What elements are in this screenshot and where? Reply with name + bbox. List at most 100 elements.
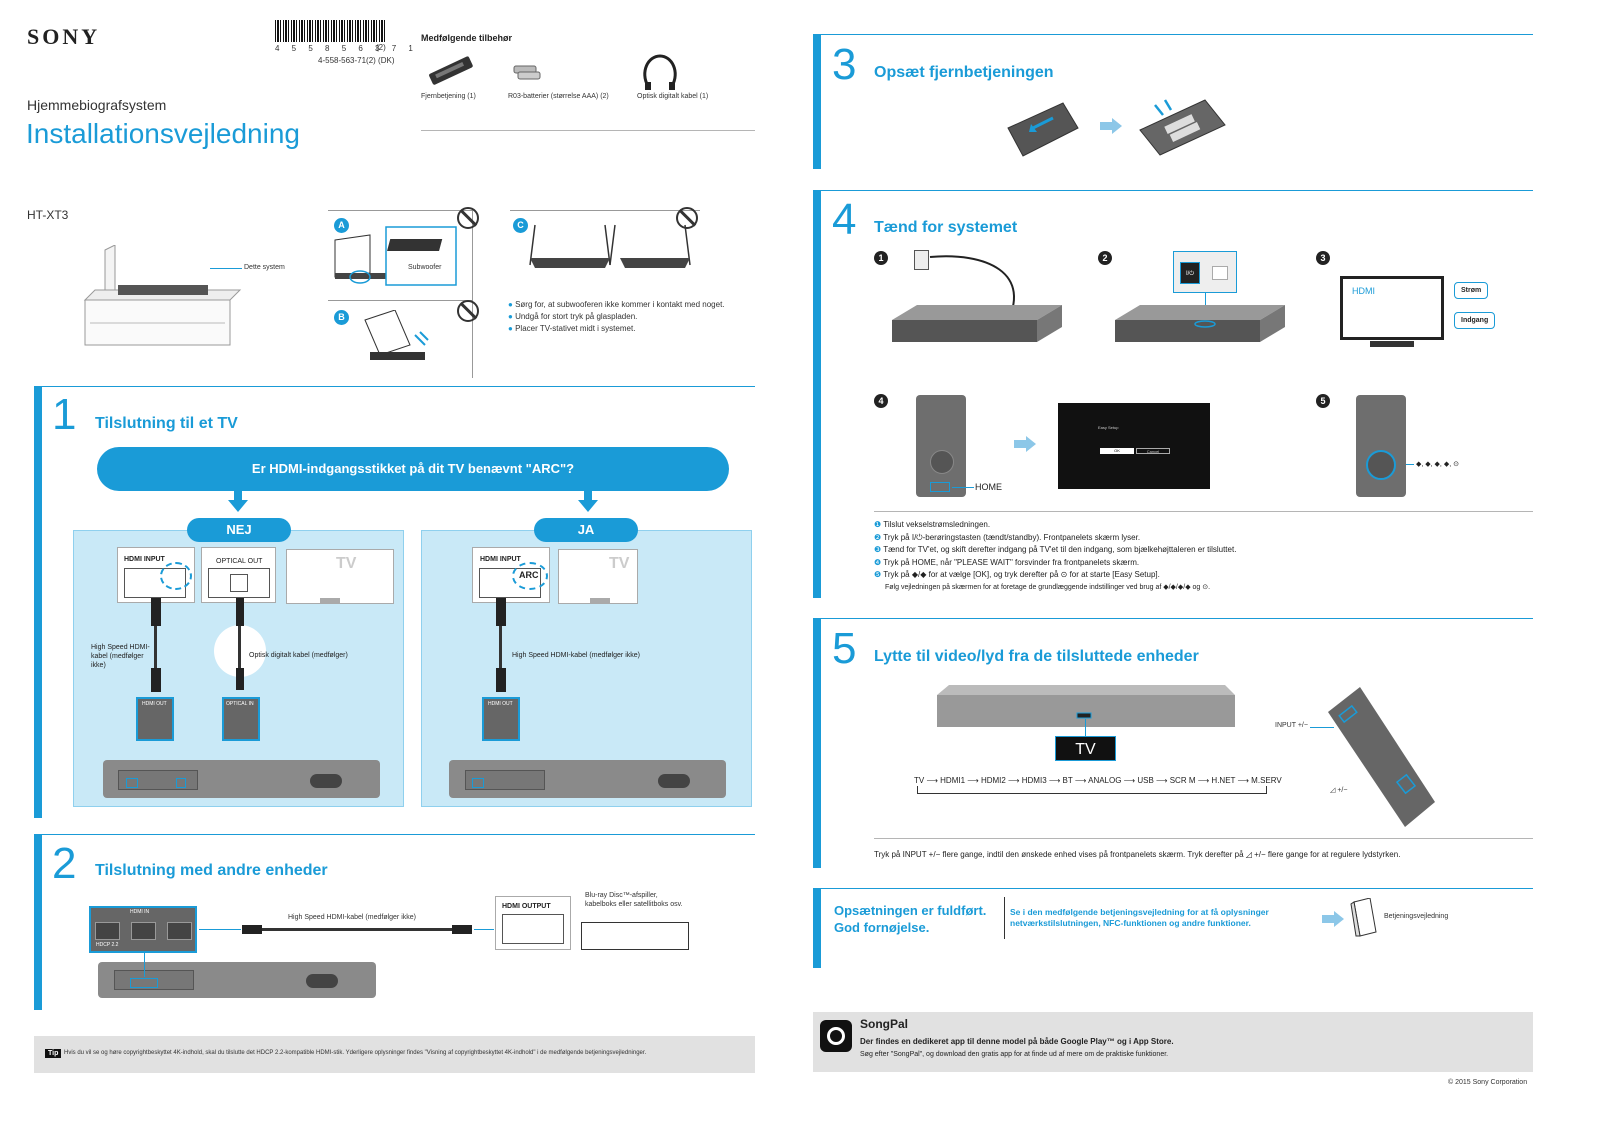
power-callout: Strøm [1454, 282, 1489, 299]
placement-notes: ● Sørg for, at subwooferen ikke kommer i… [508, 300, 725, 333]
nav-pad [1366, 450, 1396, 480]
songpal-line-2: Søg efter "SongPal", og download den gra… [860, 1051, 1169, 1058]
volume-button-label: ◿ +/− [1330, 787, 1348, 794]
prohibited-icon [457, 300, 479, 322]
bar-speaker-front-illustration [937, 685, 1235, 727]
barcode [275, 20, 387, 42]
screen-cancel-button[interactable]: Cancel [1136, 448, 1170, 454]
hdcp-label: HDCP 2.2 [96, 942, 119, 948]
completion-line-2: God fornøjelse. [834, 920, 930, 935]
manual-note: Se i den medfølgende betjeningsvejlednin… [1010, 907, 1269, 928]
hdmi-in-label: HDMI IN [130, 909, 150, 915]
badge-b: B [334, 310, 349, 325]
battery-icon [513, 65, 541, 80]
input-chain: TV ⟶ HDMI1 ⟶ HDMI2 ⟶ HDMI3 ⟶ BT ⟶ ANALOG… [914, 776, 1282, 785]
sony-logo: SONY [27, 24, 101, 49]
hdmi-cable-yes-label: High Speed HDMI-kabel (medfølger ikke) [512, 652, 640, 659]
screen-title: Easy Setup [1098, 425, 1119, 430]
arrow-right-icon [1322, 911, 1344, 927]
complete-bar [813, 888, 821, 968]
barcode-digits: 4 5 5 8 5 6 3 7 1 [275, 44, 418, 53]
this-system-label: Dette system [244, 264, 285, 271]
bar-speaker-illustration [892, 305, 1062, 342]
yes-label: JA [534, 518, 638, 542]
songpal-line-1: Der findes en dedikeret app til denne mo… [860, 1037, 1174, 1046]
section-3-bar [813, 34, 821, 169]
optical-cable-icon [643, 54, 677, 90]
songpal-box [813, 1012, 1533, 1072]
hdmi-out-label: HDMI OUT [142, 701, 167, 707]
hdmi-output-label: HDMI OUTPUT [502, 903, 551, 910]
section-5-number: 5 [832, 624, 857, 673]
subwoofer-contact-illustration [334, 226, 457, 286]
remote-open-illustration [1007, 102, 1079, 157]
subwoofer-label: Subwoofer [408, 264, 442, 271]
no-label: NEJ [187, 518, 291, 542]
arrow-down-icon [578, 500, 598, 512]
power-touch-key: I/⏻ [1180, 262, 1200, 284]
step-2-badge: 2 [1098, 251, 1112, 265]
bar-speaker-illustration [1115, 305, 1285, 342]
completion-line-1: Opsætningen er fuldført. [834, 903, 987, 918]
step-1-badge: 1 [874, 251, 888, 265]
accessory-battery-label: R03-batterier (størrelse AAA) (2) [508, 93, 609, 100]
remote-illustration [916, 395, 966, 497]
section-2-bar [34, 834, 42, 1010]
hdmi-input-label: HDMI INPUT [480, 556, 521, 563]
badge-a: A [334, 218, 349, 233]
screen-ok-button[interactable]: OK [1100, 448, 1134, 454]
optical-out-label: OPTICAL OUT [216, 558, 263, 565]
optical-port [208, 568, 270, 598]
note-a: Sørg for, at subwooferen ikke kommer i k… [515, 300, 725, 309]
copyright: © 2015 Sony Corporation [1448, 1079, 1528, 1086]
optical-in-label: OPTICAL IN [226, 701, 254, 707]
front-panel-display: TV [1055, 736, 1116, 761]
arrow-right-icon [1100, 118, 1122, 134]
hdmi-input-label: HDMI INPUT [124, 556, 165, 563]
step-3-badge: 3 [1316, 251, 1330, 265]
input-callout: Indgang [1454, 312, 1496, 329]
page-title: Installationsvejledning [26, 118, 300, 149]
glass-pressure-illustration [364, 310, 429, 360]
section-1-title: Tilslutning til et TV [95, 415, 238, 432]
step-2-text: Tryk på I/⏻-berøringstasten (tændt/stand… [883, 532, 1141, 542]
hdmi-cable-label: High Speed HDMI-kabel (medfølger ikke) [288, 914, 416, 921]
step-5-text: Tryk på ◆/◆ for at vælge [OK], og tryk d… [883, 570, 1160, 579]
tv-hdmi-label: HDMI [1352, 286, 1375, 296]
section-3-number: 3 [832, 40, 857, 89]
home-label: HOME [975, 482, 1002, 492]
note-b: Undgå for stort tryk på glaspladen. [515, 312, 638, 321]
model-code: 4-558-563-71(2) (DK) [318, 56, 395, 65]
step-1-text: Tilslut vekselstrømsledningen. [883, 520, 991, 529]
section-4-number: 4 [832, 195, 857, 244]
step-4-text: Tryk på HOME, når "PLEASE WAIT" forsvind… [883, 557, 1140, 567]
section-5-title: Lytte til video/lyd fra de tilsluttede e… [874, 648, 1199, 665]
accessory-cable-label: Optisk digitalt kabel (1) [637, 93, 709, 100]
prohibited-icon [676, 207, 698, 229]
section-2-title: Tilslutning med andre enheder [95, 862, 328, 879]
barcode-suffix: (2) [376, 43, 386, 52]
manual-book-icon [1350, 898, 1377, 937]
tip-box [34, 1036, 755, 1073]
nav-label: ◆, ◆, ◆, ◆, ⊙ [1416, 461, 1459, 468]
section-3-title: Opsæt fjernbetjeningen [874, 64, 1054, 81]
hdmi-cable-no-label: High Speed HDMI-kabel (medfølger ikke) [91, 644, 150, 669]
remote-accessory-icon [429, 56, 473, 85]
songpal-title: SongPal [860, 1017, 909, 1031]
hdmi-output-port [502, 914, 564, 944]
step-4-badge: 4 [874, 394, 888, 408]
model-name: HT-XT3 [27, 208, 69, 222]
step-3-text: Tænd for TV'et, og skift derefter indgan… [883, 545, 1237, 554]
manual-label: Betjeningsvejledning [1384, 913, 1449, 920]
section-1-bar [34, 386, 42, 818]
step-5-badge: 5 [1316, 394, 1330, 408]
tv-label: TV [336, 555, 357, 572]
tv-stand-placement-illustration [529, 224, 691, 268]
tv-illustration [1340, 276, 1444, 340]
remote-angled-illustration [1328, 687, 1435, 827]
section-4-steps: ❶ Tilslut vekselstrømsledningen. ❷ Tryk … [874, 519, 1236, 594]
section-4-bar [813, 190, 821, 598]
tv-stand-illustration [83, 245, 242, 346]
arrow-right-icon [1014, 436, 1036, 452]
easy-setup-screen [1058, 403, 1210, 489]
